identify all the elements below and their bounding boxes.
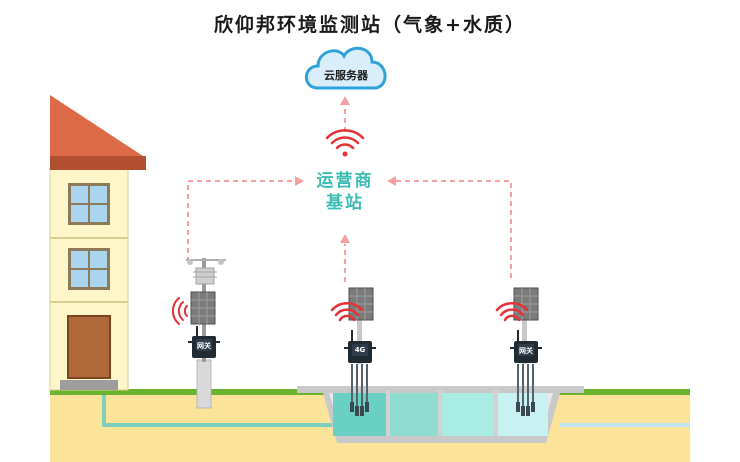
- sensor-probes-middle: [351, 364, 368, 408]
- base-signal-icon: [325, 129, 365, 157]
- base-station-line1: 运营商: [316, 171, 374, 191]
- water-station-middle: [344, 287, 376, 416]
- house-step: [60, 380, 118, 390]
- house-roof: [50, 95, 146, 158]
- arrow-left-to-base: [187, 180, 296, 262]
- house: [49, 95, 146, 391]
- window-top: [68, 183, 110, 225]
- signal-icon-right: [495, 301, 529, 322]
- cloud-server-icon: [304, 46, 387, 90]
- base-station-label: 运营商 基站: [290, 170, 400, 214]
- house-door: [67, 315, 111, 379]
- weather-station: [186, 258, 226, 409]
- window-middle: [68, 248, 110, 290]
- signal-icon-left: [172, 297, 188, 325]
- water-pool: [297, 386, 584, 443]
- gateway-label-middle: 4G: [354, 346, 366, 354]
- sensor-probes-right: [517, 364, 534, 408]
- signal-icon-middle: [330, 301, 364, 322]
- base-station-line2: 基站: [326, 193, 364, 213]
- cloud-server-label: 云服务器: [324, 69, 368, 82]
- arrow-heads: [295, 96, 396, 243]
- gateway-label-right: 网关: [519, 347, 533, 355]
- arrow-right-to-base: [395, 180, 512, 278]
- arrow-paths: [187, 104, 512, 282]
- gateway-label-left: 网关: [197, 342, 211, 350]
- page-title: 欣仰邦环境监测站（气象+水质）: [214, 14, 526, 36]
